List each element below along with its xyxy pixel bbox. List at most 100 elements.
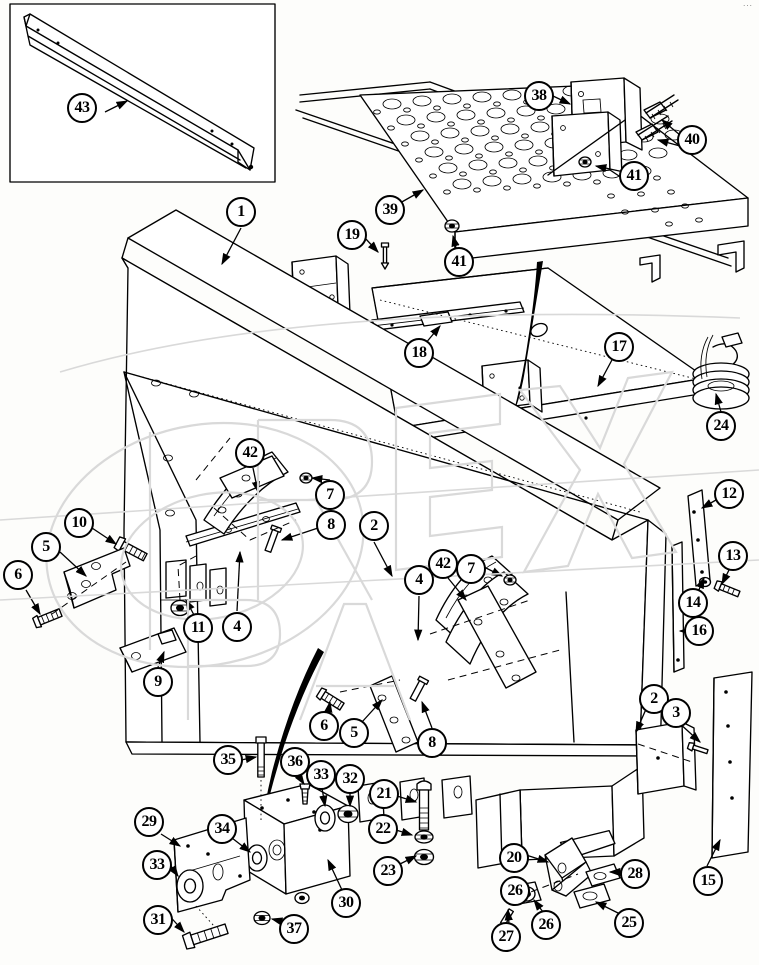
callout-16[interactable]: 16	[684, 616, 714, 646]
callout-label: 8	[327, 516, 335, 533]
callout-label: 31	[150, 911, 167, 928]
callout-label: 34	[214, 820, 231, 837]
callout-label: 25	[621, 914, 638, 931]
callout-label: 26	[538, 916, 555, 933]
callout-label: 27	[498, 928, 515, 945]
callout-38[interactable]: 38	[524, 81, 554, 111]
callout-12[interactable]: 12	[714, 479, 744, 509]
callout-14[interactable]: 14	[678, 588, 708, 618]
callout-label: 9	[154, 673, 162, 690]
callout-label: 22	[375, 820, 392, 837]
callout-label: 16	[691, 622, 708, 639]
callout-label: 10	[71, 514, 88, 531]
callout-43[interactable]: 43	[67, 93, 97, 123]
callout-label: 6	[14, 566, 22, 583]
callout-label: 24	[713, 417, 730, 434]
callout-17[interactable]: 17	[604, 332, 634, 362]
callout-label: 4	[415, 571, 423, 588]
callout-label: 39	[382, 201, 399, 218]
callout-5[interactable]: 5	[339, 718, 369, 748]
callout-11[interactable]: 11	[183, 613, 213, 643]
callout-41[interactable]: 41	[619, 161, 649, 191]
callout-label: 30	[338, 894, 355, 911]
callout-21[interactable]: 21	[369, 779, 399, 809]
callout-label: 5	[350, 724, 358, 741]
callout-26[interactable]: 26	[500, 876, 530, 906]
callout-10[interactable]: 10	[64, 508, 94, 538]
callout-40[interactable]: 40	[677, 125, 707, 155]
callout-30[interactable]: 30	[331, 888, 361, 918]
callout-28[interactable]: 28	[620, 859, 650, 889]
callout-1[interactable]: 1	[226, 197, 256, 227]
callout-label: 26	[507, 882, 524, 899]
callout-34[interactable]: 34	[207, 814, 237, 844]
callout-label: 6	[320, 717, 328, 734]
callout-2[interactable]: 2	[359, 511, 389, 541]
callout-label: 2	[370, 517, 378, 534]
callout-label: 23	[380, 862, 397, 879]
callout-label: 17	[611, 338, 628, 355]
callout-33[interactable]: 33	[142, 850, 172, 880]
callout-6[interactable]: 6	[3, 560, 33, 590]
callout-42[interactable]: 42	[428, 549, 458, 579]
callout-label: 2	[650, 690, 658, 707]
callout-label: 12	[721, 485, 738, 502]
callout-9[interactable]: 9	[143, 667, 173, 697]
callout-label: 8	[428, 734, 436, 751]
callout-35[interactable]: 35	[213, 745, 243, 775]
callout-label: 18	[411, 344, 428, 361]
callout-label: 38	[531, 87, 548, 104]
callout-4[interactable]: 4	[222, 612, 252, 642]
callout-label: 42	[435, 555, 452, 572]
callout-label: 33	[149, 856, 166, 873]
callout-25[interactable]: 25	[614, 908, 644, 938]
callout-27[interactable]: 27	[491, 922, 521, 952]
callout-36[interactable]: 36	[280, 747, 310, 777]
callout-37[interactable]: 37	[279, 914, 309, 944]
callout-label: 33	[313, 766, 330, 783]
callout-29[interactable]: 29	[134, 807, 164, 837]
callout-22[interactable]: 22	[368, 814, 398, 844]
callout-3[interactable]: 3	[661, 698, 691, 728]
callout-label: 28	[627, 865, 644, 882]
callout-label: 19	[344, 226, 361, 243]
callout-label: 11	[190, 619, 206, 636]
callout-6[interactable]: 6	[309, 711, 339, 741]
callout-label: 29	[141, 813, 158, 830]
callout-31[interactable]: 31	[143, 905, 173, 935]
callout-26[interactable]: 26	[531, 910, 561, 940]
callout-label: 21	[376, 785, 393, 802]
callout-32[interactable]: 32	[335, 764, 365, 794]
callout-label: 14	[685, 594, 702, 611]
callout-label: 5	[42, 538, 50, 555]
callout-33[interactable]: 33	[306, 760, 336, 790]
callout-41[interactable]: 41	[444, 247, 474, 277]
callout-39[interactable]: 39	[375, 195, 405, 225]
callout-23[interactable]: 23	[373, 856, 403, 886]
callout-label: 7	[467, 560, 475, 577]
callout-label: 3	[672, 704, 680, 721]
callout-label: 41	[451, 253, 468, 270]
callout-label: 1	[237, 203, 245, 220]
callout-label: 40	[684, 131, 701, 148]
callout-7[interactable]: 7	[456, 554, 486, 584]
callout-label: 13	[725, 547, 742, 564]
callout-15[interactable]: 15	[693, 866, 723, 896]
callout-label: 15	[700, 872, 717, 889]
callout-label: 20	[506, 849, 523, 866]
callout-42[interactable]: 42	[235, 438, 265, 468]
callout-label: 4	[233, 618, 241, 635]
callout-8[interactable]: 8	[417, 728, 447, 758]
callout-24[interactable]: 24	[706, 411, 736, 441]
callout-label: 43	[74, 99, 91, 116]
callout-13[interactable]: 13	[718, 541, 748, 571]
callout-label: 35	[220, 751, 237, 768]
corner-mark: ···	[743, 2, 753, 10]
callout-19[interactable]: 19	[337, 220, 367, 250]
callout-20[interactable]: 20	[499, 843, 529, 873]
callout-18[interactable]: 18	[404, 338, 434, 368]
callout-8[interactable]: 8	[316, 510, 346, 540]
callout-5[interactable]: 5	[31, 532, 61, 562]
callout-7[interactable]: 7	[315, 480, 345, 510]
